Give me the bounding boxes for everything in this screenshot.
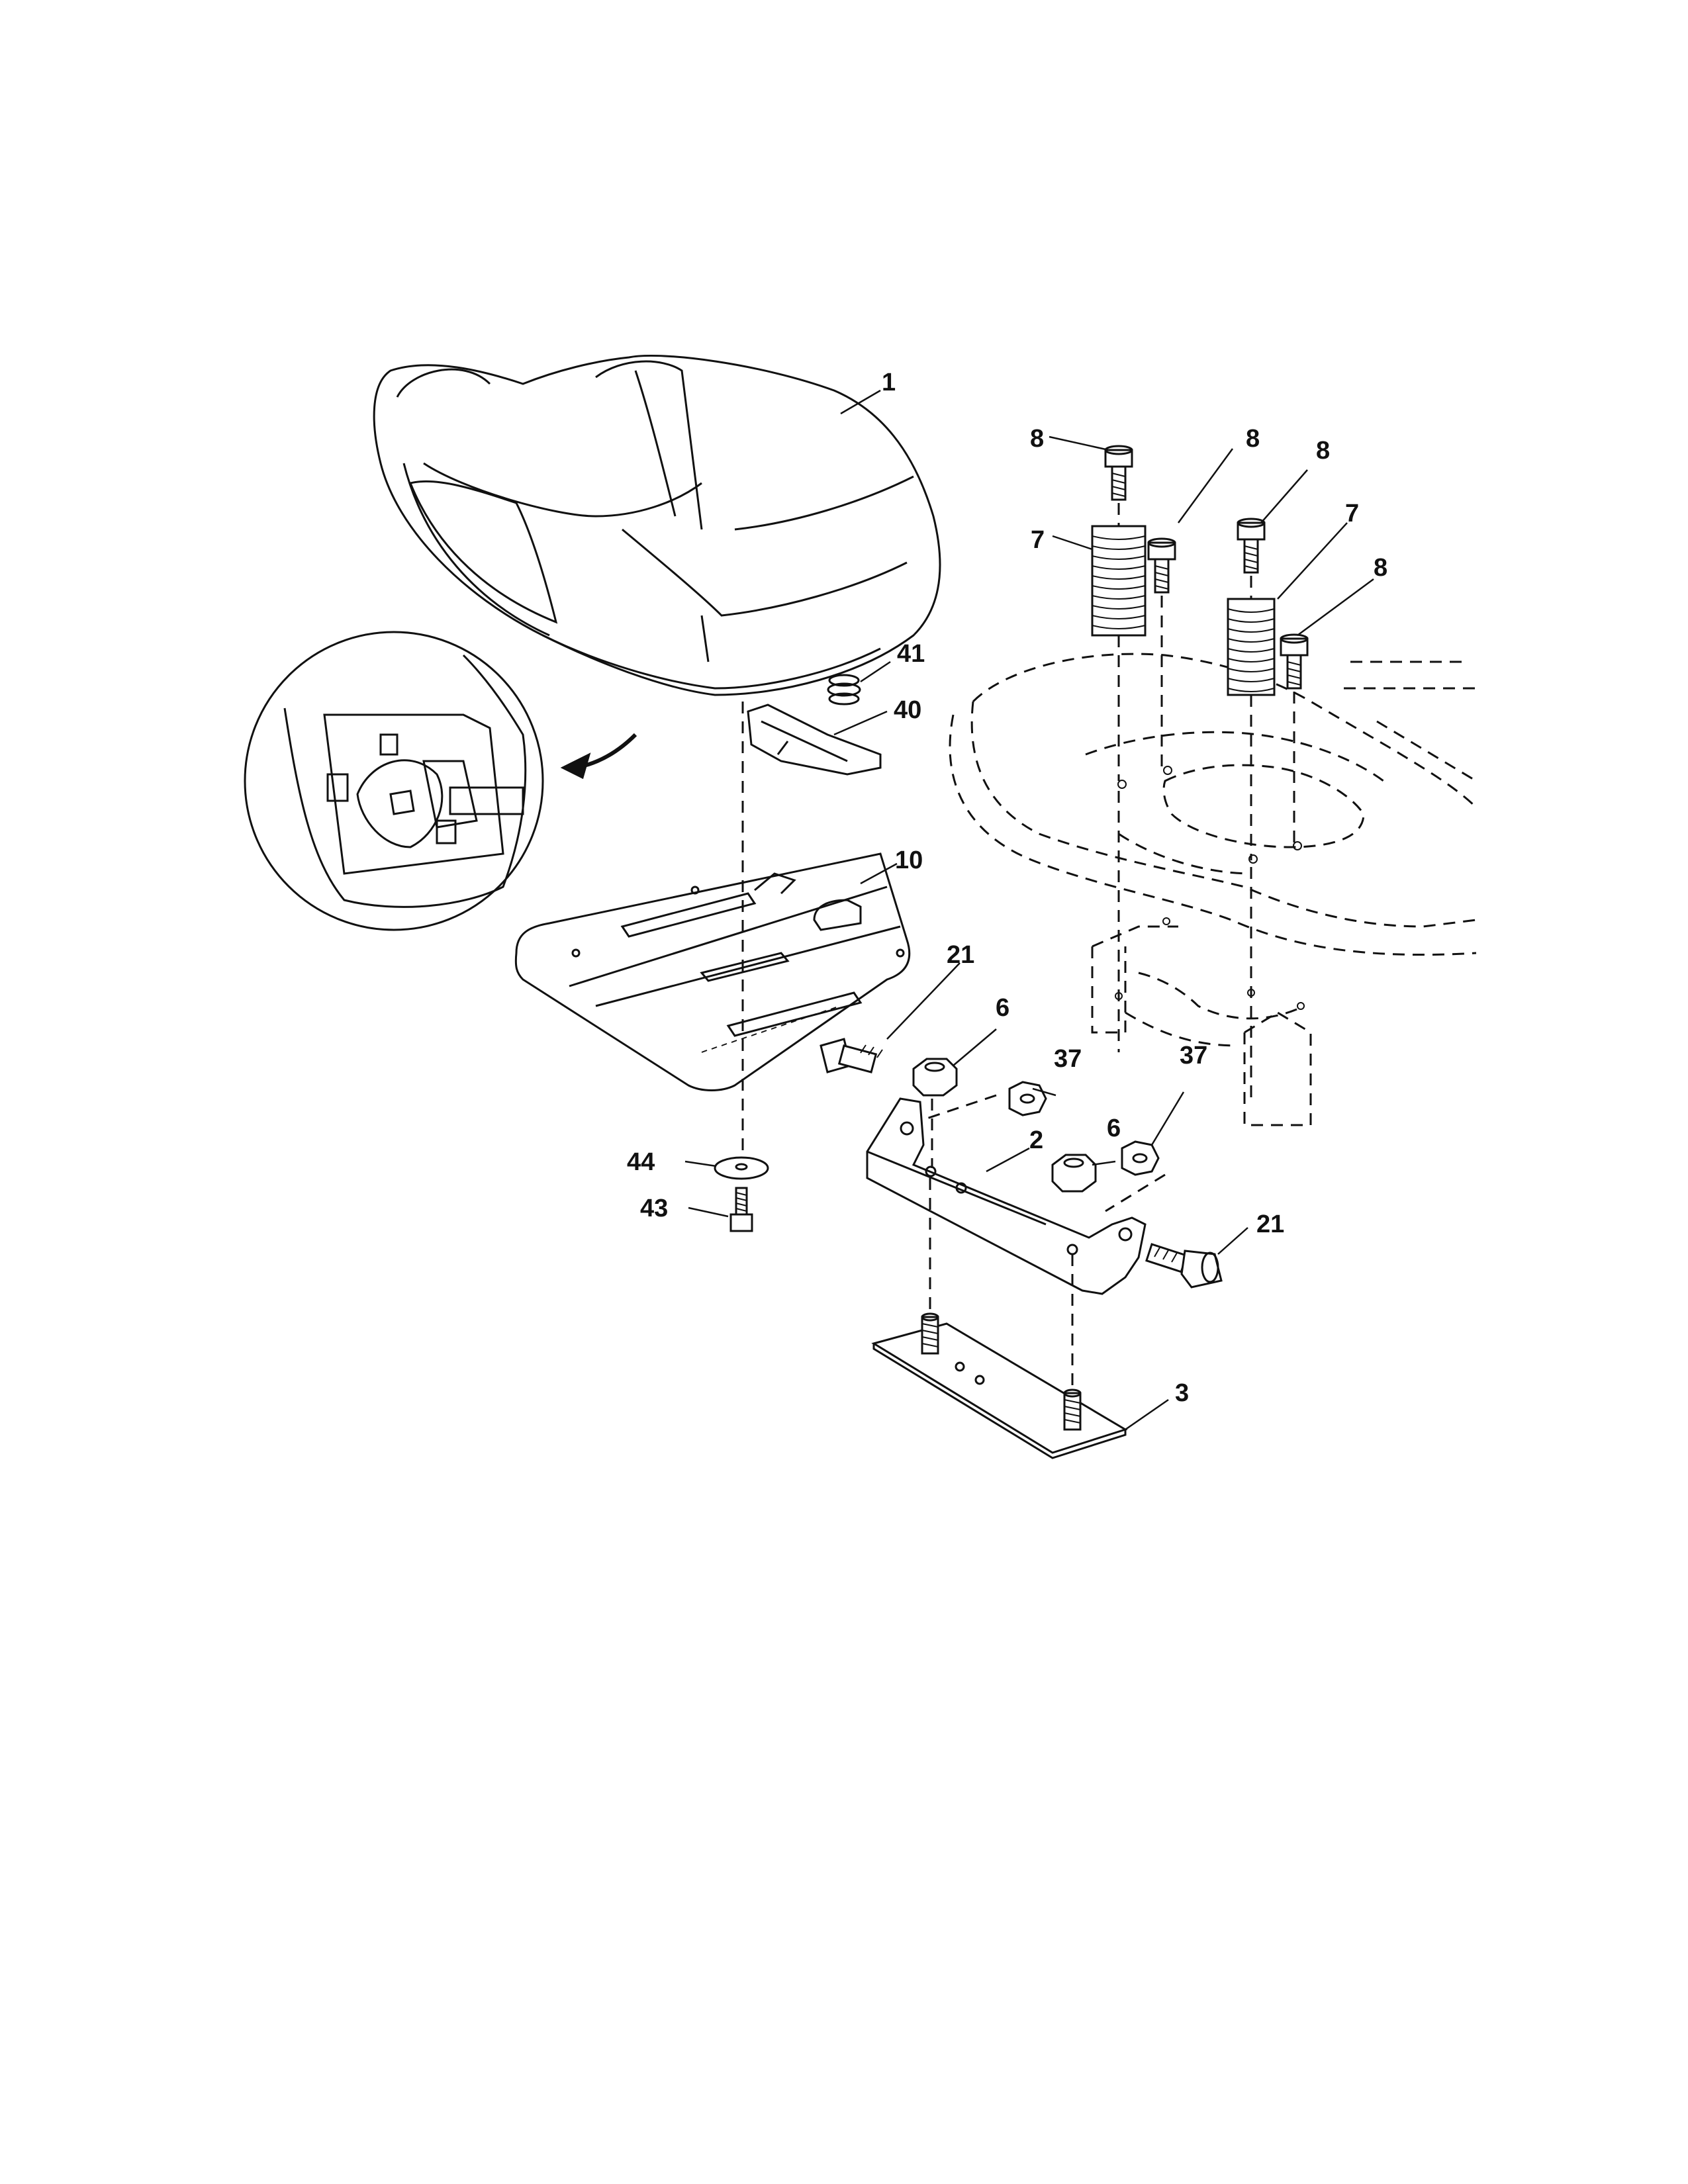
label-flat-washer: 44: [627, 1148, 655, 1176]
label-nut-left: 6: [996, 994, 1009, 1022]
label-seat-switch: 40: [894, 696, 921, 724]
plate-part: [871, 1312, 1128, 1459]
label-seat-pan: 10: [895, 846, 923, 874]
shoulder-bolt-left-part: [820, 1038, 883, 1073]
label-washer-right: 37: [1180, 1042, 1207, 1069]
seat-pan-part: [514, 852, 911, 1091]
washer-right-part: [1121, 1140, 1160, 1176]
label-spring-right: 7: [1345, 500, 1359, 527]
seat-switch-part: [747, 704, 882, 776]
label-spring-left: 7: [1031, 526, 1045, 554]
flat-washer-part: [714, 1156, 769, 1180]
label-bolt-top-left: 8: [1030, 425, 1044, 453]
detail-arrow-head-icon: [560, 752, 591, 780]
spring-left-part: [1091, 525, 1147, 637]
bolt-top-mid-part: [1147, 537, 1176, 594]
bolt-top-right-part: [1237, 518, 1266, 574]
bracket-part: [866, 1097, 1147, 1295]
label-screw: 43: [640, 1195, 668, 1222]
label-seat: 1: [882, 369, 896, 396]
screw-part: [729, 1187, 753, 1232]
label-plate: 3: [1175, 1379, 1189, 1407]
seat-part: [373, 354, 941, 696]
label-nut-right: 6: [1107, 1115, 1121, 1142]
label-shoulder-bolt-left: 21: [947, 941, 974, 969]
nut-left-part: [912, 1058, 958, 1097]
washer-left-part: [1008, 1081, 1047, 1116]
bolt-top-left-part: [1104, 445, 1133, 501]
spring-right-part: [1227, 598, 1276, 696]
label-shoulder-bolt-right: 21: [1256, 1210, 1284, 1238]
label-bolt-far-right: 8: [1374, 554, 1387, 582]
seat-switch-detail-inset: [244, 631, 544, 931]
bolt-far-right-part: [1280, 633, 1309, 690]
label-washer-left: 37: [1054, 1045, 1082, 1073]
label-bolt-top-right: 8: [1316, 437, 1330, 465]
leader-lines: [684, 389, 1374, 1431]
label-bolt-top-mid: 8: [1246, 425, 1260, 453]
washer-right-line: [1105, 1173, 1166, 1212]
switch-spring-part: [827, 674, 861, 705]
shoulder-bolt-right-part: [1145, 1243, 1223, 1289]
tractor-frame-outline: [949, 653, 1477, 1126]
label-switch-spring: 41: [897, 640, 925, 668]
label-bracket: 2: [1029, 1126, 1043, 1154]
washer-left-line: [926, 1094, 997, 1120]
seat-pan-slots: [701, 1007, 837, 1053]
nut-right-part: [1051, 1154, 1097, 1193]
